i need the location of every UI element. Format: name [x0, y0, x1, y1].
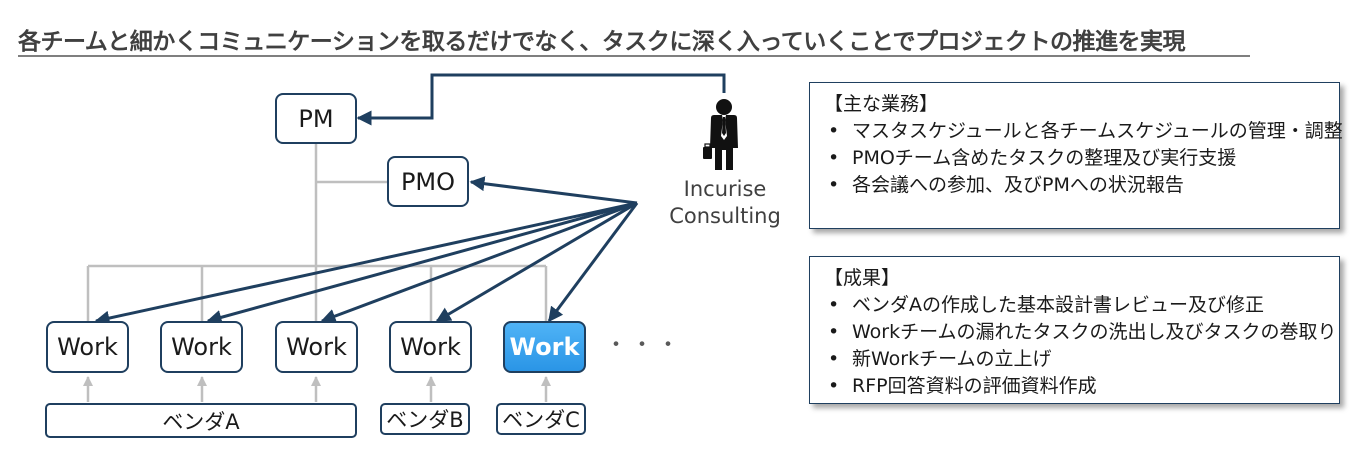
results-panel: 【成果】 ベンダAの作成した基本設計書レビュー及び修正 Workチームの漏れたタ…: [809, 256, 1340, 404]
consultant-arrows: [94, 73, 726, 326]
arrow-to-work-5: [547, 202, 639, 323]
page-title: 各チームと細かくコミュニケーションを取るだけでなく、タスクに深く入っていくことで…: [18, 29, 1186, 55]
list-item: ベンダAの作成した基本設計書レビュー及び修正: [824, 292, 1325, 319]
consultant-label: Incurise Consulting: [660, 176, 790, 230]
work-box-5-highlighted: Work: [503, 321, 586, 373]
consultant-name-line2: Consulting: [669, 204, 781, 228]
list-item: 各会議への参加、及びPMへの状況報告: [824, 172, 1325, 199]
more-teams-ellipsis: ・・・: [605, 333, 684, 358]
arrow-to-work-2: [206, 201, 638, 325]
arrow-to-pm: [356, 73, 726, 126]
arrow-to-work-4: [435, 201, 638, 323]
arrow-to-work-3: [320, 201, 638, 324]
duties-list: マスタスケジュールと各チームスケジュールの管理・調整 PMOチーム含めたタスクの…: [824, 118, 1343, 199]
duties-panel: 【主な業務】 マスタスケジュールと各チームスケジュールの管理・調整 PMOチーム…: [809, 82, 1343, 229]
consultant-name-line1: Incurise: [683, 177, 767, 201]
vendor-arrows: [83, 376, 551, 402]
pm-box: PM: [275, 93, 357, 144]
list-item: PMOチーム含めたタスクの整理及び実行支援: [824, 145, 1325, 172]
vendor-c-box: ベンダC: [496, 403, 586, 435]
work-box-2: Work: [160, 321, 243, 373]
list-item: RFP回答資料の評価資料作成: [824, 373, 1325, 400]
list-item: Workチームの漏れたタスクの洗出し及びタスクの巻取り: [824, 319, 1337, 346]
results-list: ベンダAの作成した基本設計書レビュー及び修正 Workチームの漏れたタスクの洗出…: [824, 292, 1337, 400]
arrow-to-pmo: [469, 176, 638, 205]
work-box-3: Work: [275, 321, 358, 373]
list-item: マスタスケジュールと各チームスケジュールの管理・調整: [824, 118, 1343, 145]
duties-title: 【主な業務】: [824, 93, 939, 115]
businessman-icon: [703, 99, 738, 170]
vendor-a-box: ベンダA: [45, 403, 357, 438]
vendor-b-box: ベンダB: [380, 403, 470, 435]
work-box-4: Work: [389, 321, 472, 373]
results-title: 【成果】: [824, 267, 901, 289]
work-box-1: Work: [46, 321, 129, 373]
hierarchy-connectors: [86, 144, 548, 321]
arrow-to-work-1: [94, 201, 638, 326]
list-item: 新Workチームの立上げ: [824, 346, 1325, 373]
title-underline: [18, 55, 1250, 57]
pmo-box: PMO: [387, 156, 469, 207]
